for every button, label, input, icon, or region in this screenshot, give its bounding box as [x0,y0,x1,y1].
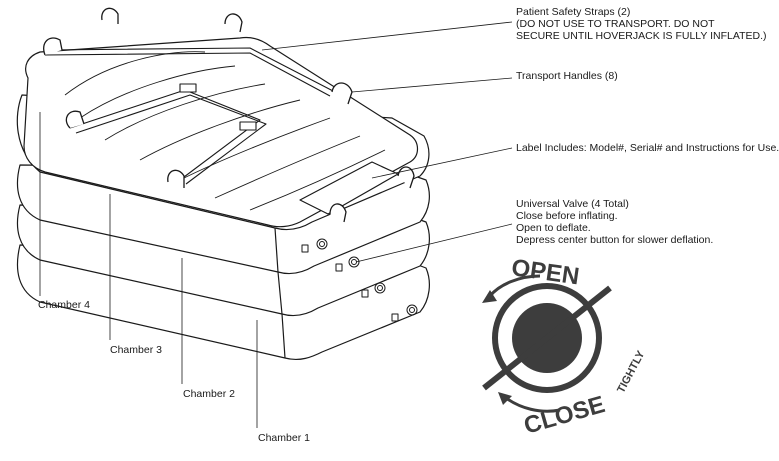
transport-handles [43,7,415,223]
valve-title: Universal Valve (4 Total) [516,198,629,210]
label-title: Label Includes: Model#, Serial# and Inst… [516,142,779,154]
hoverjack-illustration [16,7,430,361]
valve-handle-bar [482,285,612,391]
side-seam-line [274,227,286,359]
handle [397,166,415,189]
tightly-label: TIGHTLY [615,348,648,395]
valve-leader [355,223,513,263]
straps-line-2: (DO NOT USE TO TRANSPORT. DO NOT [516,18,715,30]
valve-dial-ring [492,283,602,393]
close-label: CLOSE [521,391,608,440]
pad-rolls [64,51,386,211]
straps-line-3: SECURE UNTIL HOVERJACK IS FULLY INFLATED… [516,30,767,42]
valve-line-3: Open to deflate. [516,222,591,234]
chamber-3-label: Chamber 3 [110,344,162,356]
valve-dial-diagram: OPEN CLOSE TIGHTLY [482,254,648,440]
handles-title: Transport Handles (8) [516,70,618,82]
top-pad [23,36,419,228]
chamber-1-label: Chamber 1 [258,432,310,444]
handle [331,82,353,105]
chamber-4-label: Chamber 4 [38,299,90,311]
chamber-2-label: Chamber 2 [183,388,235,400]
close-arrow-icon [505,396,561,413]
callout-valve: Universal Valve (4 Total) Close before i… [516,198,713,246]
callout-straps: Patient Safety Straps (2) (DO NOT USE TO… [516,6,767,42]
handle [167,169,185,188]
handle [65,110,85,129]
handle [101,7,119,24]
valve-line-2: Close before inflating. [516,210,618,222]
open-arrow-icon [488,274,541,298]
handle [224,13,243,33]
leader-lines [39,21,513,428]
straps-title: Patient Safety Straps (2) [516,6,630,18]
label-leader [371,147,513,179]
open-label: OPEN [510,254,581,290]
valve-line-4: Depress center button for slower deflati… [516,234,713,246]
safety-straps [44,47,336,185]
handle [329,203,347,223]
handles-leader [351,77,513,93]
handle [43,37,63,56]
straps-leader [261,21,513,51]
